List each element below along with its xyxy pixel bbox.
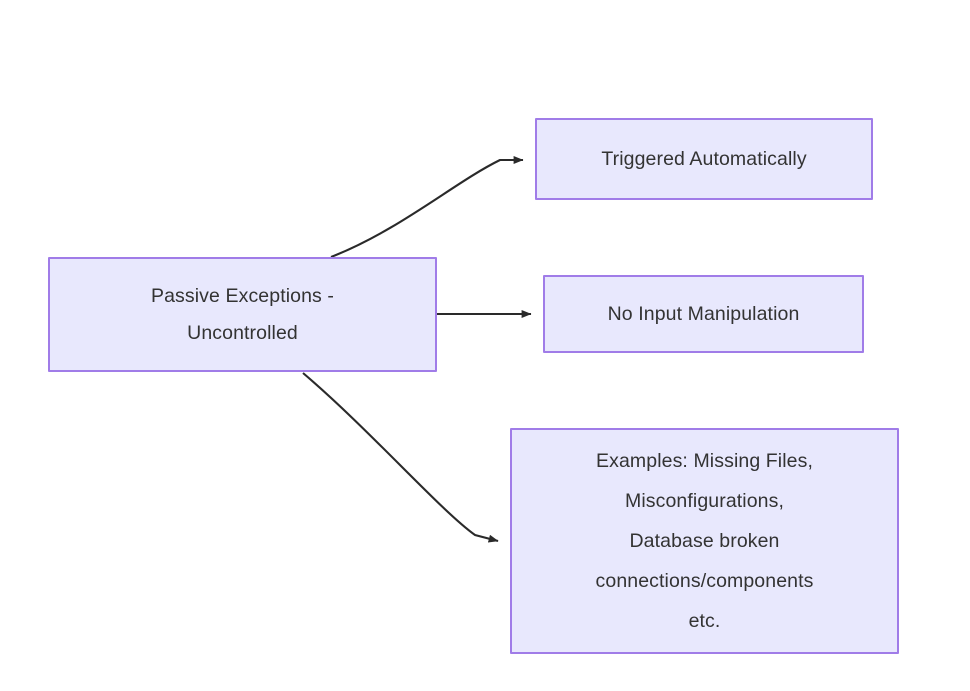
node-examples[interactable]: Examples: Missing Files, Misconfiguratio…: [510, 428, 899, 654]
node-label: Examples: Missing Files, Misconfiguratio…: [595, 450, 814, 632]
node-label: Passive Exceptions - Uncontrolled: [151, 284, 334, 344]
edge-source-to-triggered: [330, 156, 524, 258]
node-label: No Input Manipulation: [607, 302, 800, 325]
node-label: Triggered Automatically: [601, 147, 807, 170]
node-no-input-manipulation[interactable]: No Input Manipulation: [543, 275, 864, 353]
edge-source-to-examples: [302, 372, 499, 543]
node-triggered-automatically[interactable]: Triggered Automatically: [535, 118, 873, 200]
node-passive-exceptions-uncontrolled[interactable]: Passive Exceptions - Uncontrolled: [48, 257, 437, 372]
